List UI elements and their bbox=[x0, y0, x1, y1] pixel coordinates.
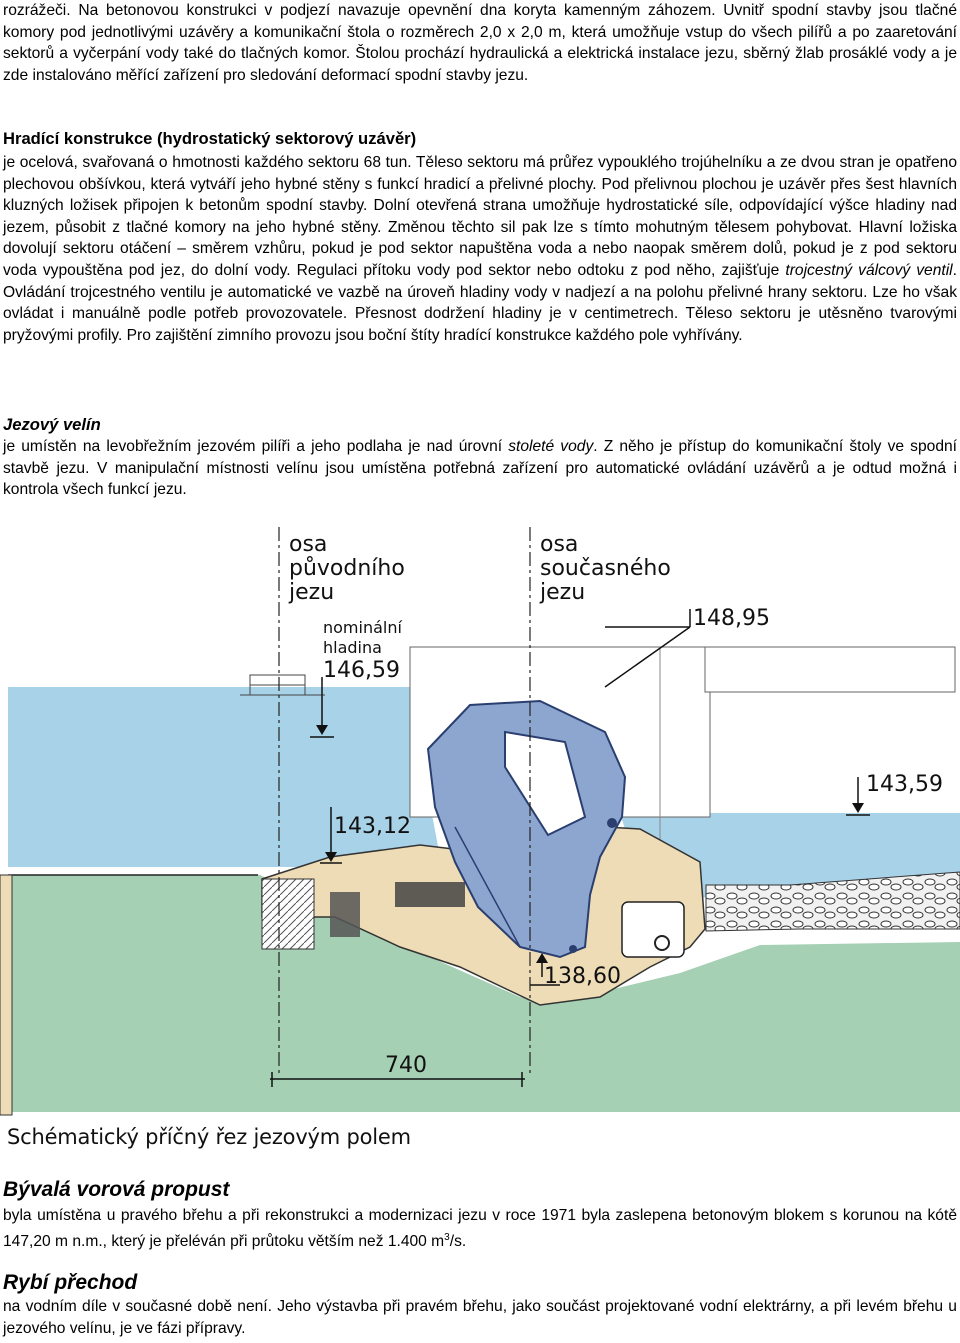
control-paragraph: je umístěn na levobřežním jezovém pilíři… bbox=[3, 436, 957, 501]
nominal-level-label: nominální hladina bbox=[323, 618, 407, 657]
gate-text-2: . Ovládání trojcestného ventilu je autom… bbox=[3, 261, 957, 344]
fish-paragraph: na vodním díle v současné době není. Jeh… bbox=[3, 1298, 957, 1337]
gate-paragraph: je ocelová, svařovaná o hmotnosti každéh… bbox=[3, 152, 957, 346]
control-heading: Jezový velín bbox=[3, 415, 101, 434]
intro-paragraph: rozrážeči. Na betonovou konstrukci v pod… bbox=[3, 2, 957, 84]
new-axis-label: osa současného jezu bbox=[539, 532, 678, 605]
level-top-value: 148,95 bbox=[693, 606, 770, 631]
old-axis-label: osa původního jezu bbox=[288, 532, 412, 605]
sector-gate bbox=[426, 699, 627, 959]
gate-text-1: je ocelová, svařovaná o hmotnosti každéh… bbox=[3, 154, 957, 279]
level-downstream-value: 143,59 bbox=[866, 772, 943, 797]
level-nominal-value: 146,59 bbox=[323, 658, 400, 683]
dimension-value: 740 bbox=[385, 1053, 427, 1078]
sluice-heading: Bývalá vorová propust bbox=[3, 1178, 230, 1201]
sluice-text-1: byla umístěna u pravého břehu a při reko… bbox=[3, 1207, 957, 1250]
gate-heading: Hradící konstrukce (hydrostatický sektor… bbox=[3, 129, 417, 148]
upstream-water bbox=[8, 687, 445, 867]
control-text-2: . Z něho je přístup do komunikační štoly… bbox=[3, 438, 957, 499]
level-bottom-value: 138,60 bbox=[544, 964, 621, 989]
control-text-1: je umístěn na levobřežním jezovém pilíři… bbox=[3, 438, 509, 455]
ground-area bbox=[8, 875, 960, 1112]
inspection-gallery bbox=[621, 901, 685, 958]
figure-caption: Schématický příčný řez jezovým polem bbox=[7, 1125, 411, 1149]
valve-term: trojcestný válcový ventil bbox=[785, 261, 953, 279]
sluice-superscript: 3 bbox=[444, 1231, 450, 1243]
fish-heading: Rybí přechod bbox=[3, 1271, 138, 1294]
weir-cross-section-figure: osa původního jezu osa současného jezu n… bbox=[0, 527, 960, 1116]
hundred-year-water-term: stoleté vody bbox=[508, 438, 594, 455]
sluice-paragraph: byla umístěna u pravého břehu a při reko… bbox=[3, 1205, 957, 1252]
stone-apron bbox=[705, 871, 960, 932]
sluice-text-2: /s. bbox=[449, 1232, 467, 1250]
level-upstream-value: 143,12 bbox=[334, 814, 411, 839]
